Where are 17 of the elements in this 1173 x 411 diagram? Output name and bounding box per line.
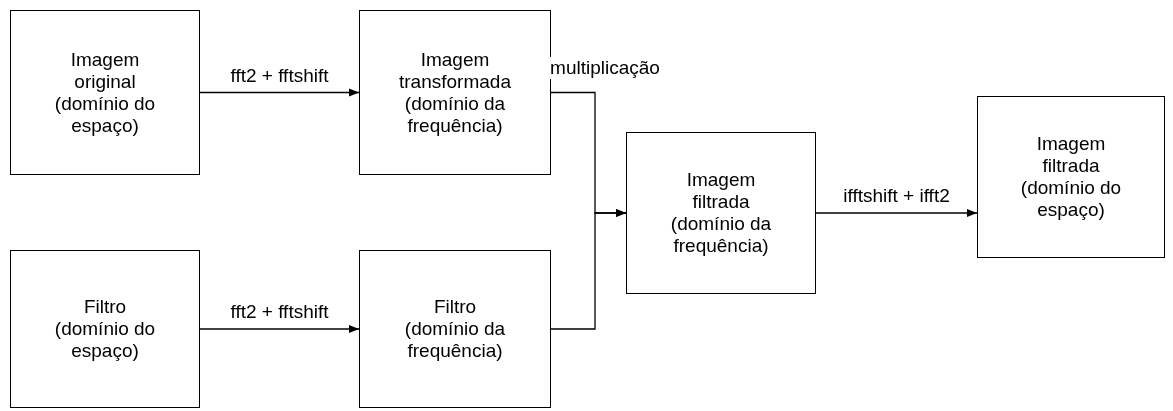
box-label: Imagem filtrada (domínio da frequência) [669, 169, 773, 257]
process-box [977, 96, 1165, 258]
process-box [10, 10, 200, 175]
box-label: Filtro (domínio do espaço) [53, 296, 157, 362]
box-label: Imagem filtrada (domínio do espaço) [1019, 133, 1123, 221]
arrow [815, 208, 978, 218]
edge-label: multiplicação [548, 56, 662, 79]
process-box [359, 10, 551, 175]
process-box [626, 132, 816, 294]
box-label: Imagem original (domínio do espaço) [53, 48, 157, 137]
arrow [199, 88, 360, 97]
process-box [10, 250, 200, 408]
box-label: Imagem transformada (domínio da frequência) [399, 48, 511, 137]
box-label: Filtro (domínio da frequência) [403, 296, 507, 362]
arrow [550, 208, 627, 330]
arrow [199, 324, 360, 334]
process-box [359, 250, 551, 408]
